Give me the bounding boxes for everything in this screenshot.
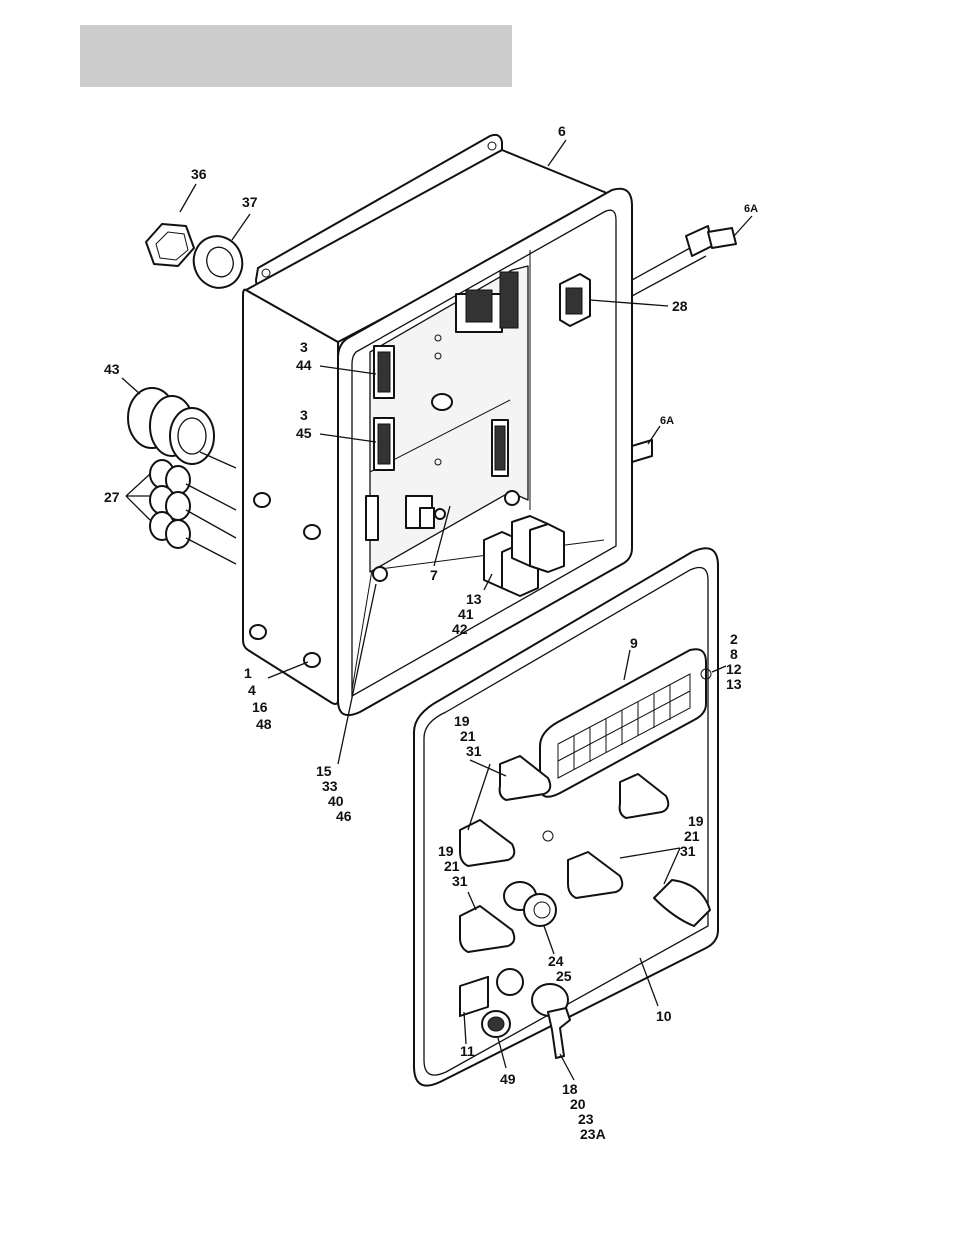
callout-28: 28: [672, 298, 688, 314]
callout-6: 6: [558, 123, 566, 139]
nut-36: [146, 224, 194, 266]
fittings-27: [150, 460, 236, 564]
callout-43: 43: [104, 361, 120, 377]
callout-37: 37: [242, 194, 258, 210]
callout-27: 27: [104, 489, 120, 505]
callout-11: 11: [460, 1043, 475, 1059]
callout-10: 10: [656, 1008, 672, 1024]
callout-49: 49: [500, 1071, 516, 1087]
cord-grip-43: [128, 388, 236, 468]
callout-18-20-23-23a: 18 20 23 23A: [562, 1081, 606, 1142]
callout-6a-mid: 6A: [660, 415, 674, 427]
callout-15-33-40-46: 15 33 40 46: [316, 763, 352, 824]
callout-9: 9: [630, 635, 638, 651]
washer-37: [187, 229, 250, 294]
callout-7: 7: [430, 567, 438, 583]
callout-1-4-16-48: 1 4 16 48: [244, 665, 272, 732]
callout-6a-top: 6A: [744, 203, 758, 215]
callout-2-8-12-13: 2 8 12 13: [726, 631, 745, 692]
callout-36: 36: [191, 166, 207, 182]
